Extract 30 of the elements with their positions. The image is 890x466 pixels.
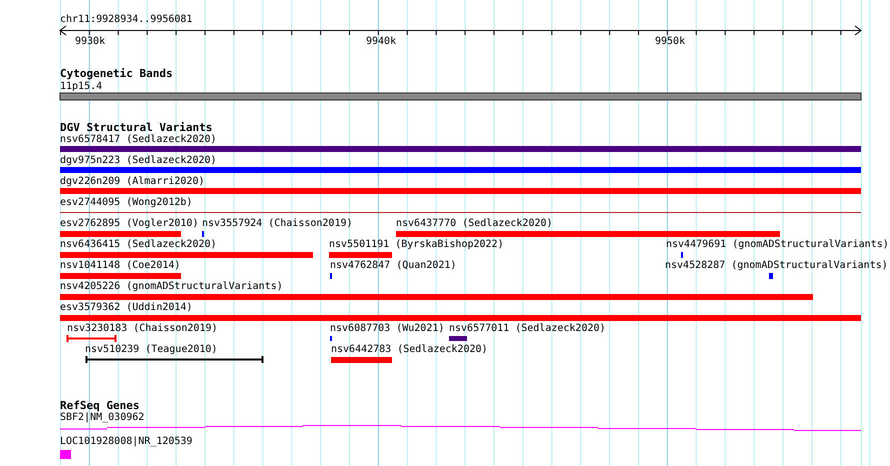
variant-label: nsv6577011 (Sedlazeck2020) (449, 323, 606, 334)
variant-label: nsv6578417 (Sedlazeck2020) (60, 134, 217, 145)
region-label: chr11:9928934..9956081 (60, 14, 192, 25)
track-title: Cytogenetic Bands (60, 68, 173, 79)
tick-label: 9950k (655, 36, 686, 47)
gene-label: LOC101928008|NR_120539 (60, 436, 192, 447)
variant-label: nsv4205226 (gnomADStructuralVariants) (60, 281, 283, 292)
variant-label: nsv3230183 (Chaisson2019) (67, 323, 218, 334)
variant-label: esv3579362 (Uddin2014) (60, 302, 192, 313)
variant-label: nsv6437770 (Sedlazeck2020) (396, 218, 553, 229)
variant-label: nsv4762847 (Quan2021) (330, 260, 456, 271)
variant-label: nsv5501191 (ByrskaBishop2022) (329, 239, 504, 250)
variant-label: nsv6442783 (Sedlazeck2020) (331, 344, 488, 355)
variant-label: dgv226n209 (Almarri2020) (60, 176, 204, 187)
variant-label: esv2744095 (Wong2012b) (60, 197, 192, 208)
variant-label: nsv6087703 (Wu2021) (330, 323, 444, 334)
variant-label: nsv4528287 (gnomADStructuralVariants) (665, 260, 888, 271)
variant-label: dgv975n223 (Sedlazeck2020) (60, 155, 217, 166)
gene-label: SBF2|NM_030962 (60, 412, 144, 423)
track-title: DGV Structural Variants (60, 122, 212, 133)
variant-label: esv2762895 (Vogler2010) (60, 218, 198, 229)
band-label: 11p15.4 (60, 81, 102, 92)
variant-label: nsv4479691 (gnomADStructuralVariants) (666, 239, 889, 250)
variant-label: nsv1041148 (Coe2014) (60, 260, 180, 271)
variant-label: nsv3557924 (Chaisson2019) (202, 218, 353, 229)
track-title: RefSeq Genes (60, 400, 140, 411)
variant-label: nsv510239 (Teague2010) (85, 344, 218, 355)
tick-label: 9930k (75, 36, 106, 47)
tick-label: 9940k (366, 36, 396, 47)
variant-label: nsv6436415 (Sedlazeck2020) (60, 239, 217, 250)
